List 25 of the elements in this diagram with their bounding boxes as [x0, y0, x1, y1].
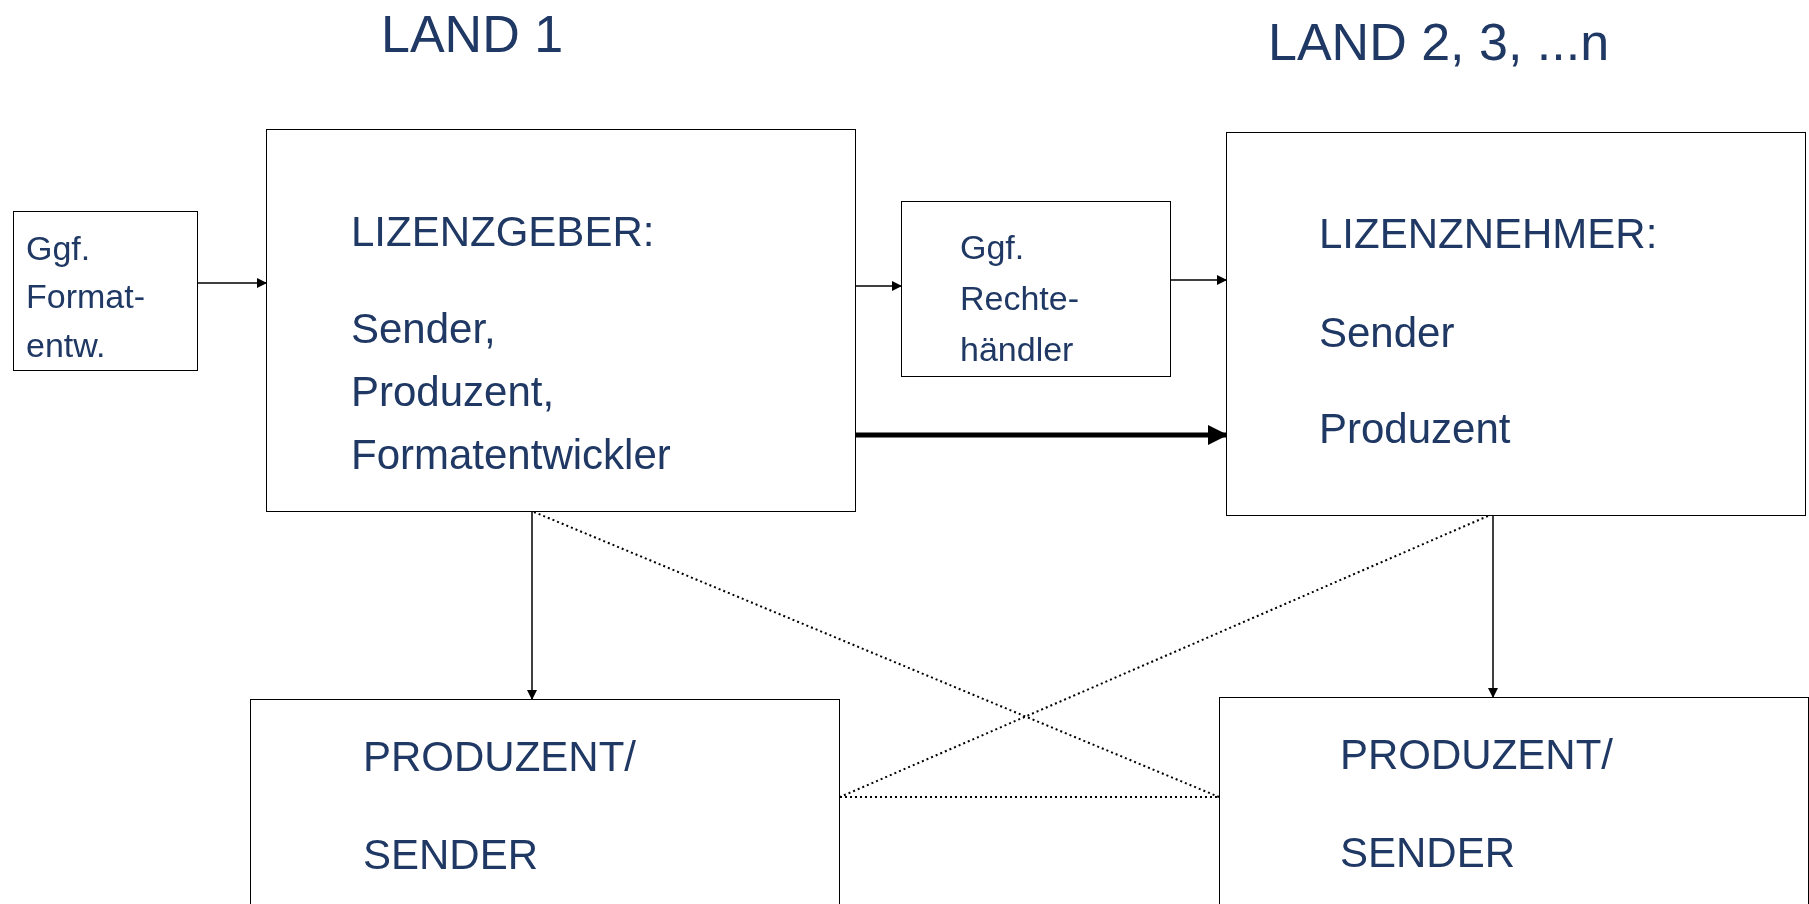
- box-text: Sender: [1319, 308, 1456, 358]
- box-heading: LIZENZGEBER:: [351, 207, 656, 257]
- process-box: [266, 129, 856, 512]
- box-text: Sender, Produzent, Formatentwickler: [351, 304, 672, 480]
- process-box: [250, 699, 840, 904]
- process-box: [901, 201, 1171, 377]
- process-box: [1226, 132, 1806, 516]
- process-box: [13, 211, 198, 371]
- box-heading: LIZENZNEHMER:: [1319, 209, 1659, 259]
- box-text: PRODUZENT/ SENDER: [1340, 730, 1614, 878]
- arrow: [197, 278, 267, 288]
- arrow: [527, 511, 537, 700]
- arrow: [1488, 515, 1498, 698]
- column-heading: LAND 1: [381, 4, 564, 64]
- arrow: [1170, 275, 1227, 285]
- column-heading: LAND 2, 3, ...n: [1268, 12, 1610, 72]
- process-box: [1219, 697, 1809, 904]
- box-text: PRODUZENT/ SENDER: [363, 732, 637, 880]
- arrow: [856, 425, 1228, 445]
- dotted-line: [839, 796, 1220, 798]
- arrow: [855, 281, 902, 291]
- dotted-line: [533, 511, 1220, 798]
- box-text: Ggf. Rechte- händler: [960, 227, 1081, 370]
- box-text: Ggf. Format- entw.: [26, 228, 146, 366]
- box-text: Produzent: [1319, 404, 1512, 454]
